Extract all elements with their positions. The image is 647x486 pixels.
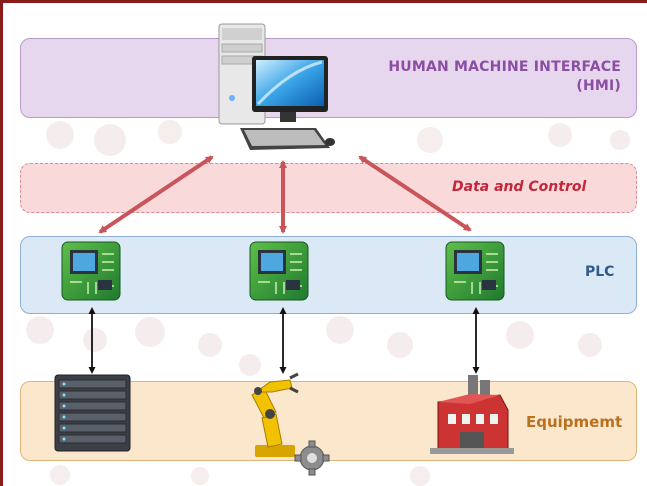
equipment-label: Equipmemt (526, 413, 623, 431)
hmi-plc3-arrow (358, 155, 472, 232)
plc-layer (20, 236, 637, 314)
hmi-label-line2: (HMI) (576, 78, 621, 94)
hmi-layer (20, 38, 637, 118)
hmi-label: HUMAN MACHINE INTERFACE (HMI) (388, 58, 621, 96)
circuit-board-icon (445, 241, 505, 301)
hmi-plc1-arrow (98, 155, 214, 234)
hmi-label-line1: HUMAN MACHINE INTERFACE (388, 59, 621, 75)
frame-top-border (0, 0, 647, 3)
robot-arm-icon (251, 372, 330, 476)
data-control-label: Data and Control (452, 179, 587, 195)
circuit-board-icon (61, 241, 121, 301)
plc-label: PLC (585, 264, 615, 280)
circuit-board-icon (249, 241, 309, 301)
factory-icon (430, 375, 514, 454)
frame-left-border (0, 0, 3, 486)
desktop-computer-icon (218, 23, 335, 150)
server-rack-icon (54, 374, 131, 452)
